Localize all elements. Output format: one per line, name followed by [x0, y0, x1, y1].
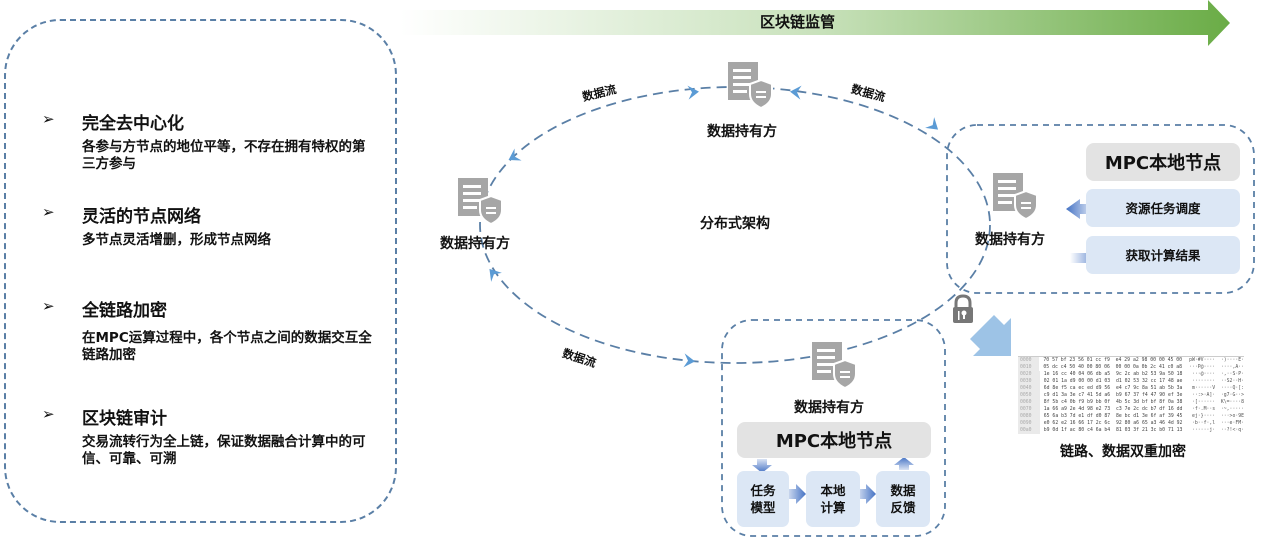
feature-title: 全链路加密 — [82, 301, 167, 321]
flow-arrow-icon — [925, 117, 943, 135]
blockchain-supervision-banner — [400, 0, 1230, 46]
feature-desc: 交易流转行为全上链，保证数据融合计算中的可信、可靠、可溯 — [82, 434, 366, 467]
feature-desc: 在MPC运算过程中，各个节点之间的数据交互全链路加密 — [82, 330, 372, 363]
arrow-up-icon — [894, 457, 914, 470]
hex-hex: 1a 66 a9 2e 4d 98 e2 73 c3 7e 2c dc b7 d… — [1043, 407, 1183, 412]
hex-hex: 8f 5b c4 0b f9 b9 bb 0f 4b 5c 3d bf bf 8… — [1043, 400, 1183, 405]
features-panel: ➢ 完全去中心化 各参与方节点的地位平等，不存在拥有特权的第三方参与 ➢ 灵活的… — [4, 19, 397, 523]
hex-hex: e0 62 e2 16 66 17 2c 6c 92 80 a6 65 a3 4… — [1043, 421, 1183, 426]
flow-arrow-icon — [683, 353, 696, 369]
hex-off: 0080 — [1018, 413, 1040, 420]
feature-desc: 多节点灵活增删，形成节点网络 — [82, 232, 271, 248]
hex-off: 0060 — [1018, 399, 1040, 406]
local-compute-box: 本地 计算 — [806, 471, 860, 527]
flow-arrow-icon — [687, 84, 700, 100]
flow-arrow-icon — [505, 148, 522, 167]
hex-hex: b9 0d 1f ac 80 c4 6a b4 81 03 3f 21 3c b… — [1043, 428, 1183, 433]
hex-off: 0020 — [1018, 371, 1040, 378]
hex-off: 0010 — [1018, 364, 1040, 371]
hex-off: 0040 — [1018, 385, 1040, 392]
hex-asc: ···@···· ·,··S·P· — [1192, 372, 1244, 377]
data-holder-label: 数据持有方 — [975, 232, 1045, 248]
hex-hex: c9 d1 3a 3e c7 41 5d a6 b9 67 37 f4 47 9… — [1043, 393, 1183, 398]
feature-title: 区块链审计 — [82, 409, 167, 429]
feature-desc: 各参与方节点的地位平等，不存在拥有特权的第三方参与 — [82, 139, 366, 172]
bullet-arrow-icon: ➢ — [42, 405, 55, 423]
data-holder-icon — [992, 172, 1038, 220]
banner-arrow-shape — [400, 0, 1230, 46]
hex-hex: 02 01 1a d9 00 00 d1 03 d1 02 53 32 cc 1… — [1043, 379, 1183, 384]
data-holder-label: 数据持有方 — [794, 400, 864, 416]
hex-hex: 1e 16 cc 40 04 06 db a5 9c 2c ab b2 53 9… — [1043, 372, 1183, 377]
encryption-arrow-icon — [970, 315, 1011, 356]
hex-off: 0070 — [1018, 406, 1040, 413]
encryption-caption: 链路、数据双重加密 — [1060, 444, 1186, 460]
data-holder-icon — [727, 61, 773, 109]
bullet-arrow-icon: ➢ — [42, 203, 55, 221]
lock-icon — [953, 294, 973, 323]
hex-hex: 65 6a b3 7d e1 df d0 87 8e bc d1 3e 6f a… — [1043, 414, 1183, 419]
hex-asc: ········ ··S2··H· — [1192, 379, 1244, 384]
hex-hex: 70 57 bf 23 56 01 cc f9 e4 29 a2 98 00 0… — [1043, 358, 1183, 363]
bottom-node-container — [721, 319, 946, 537]
hex-off: 0000 — [1018, 357, 1040, 364]
hex-hex: 6d 8e f5 ca ec ed d9 56 e4 c7 9c 8a 51 a… — [1043, 386, 1183, 391]
hex-off: 0090 — [1018, 420, 1040, 427]
hex-off: 0050 — [1018, 392, 1040, 399]
bullet-arrow-icon: ➢ — [42, 297, 55, 315]
hex-asc: ···P@···· ····,A·· — [1189, 365, 1244, 370]
resource-scheduling-box: 资源任务调度 — [1086, 189, 1240, 227]
hex-asc: ·[······ K\=····8 — [1192, 400, 1244, 405]
hex-asc: ·f·.M··s ·~,····· — [1192, 407, 1244, 412]
data-holder-icon — [457, 177, 503, 225]
bottom-mpc-node-title: MPC本地节点 — [737, 422, 931, 458]
right-node-container — [946, 124, 1255, 294]
fetch-result-box: 获取计算结果 — [1086, 236, 1240, 274]
hex-asc: pW·#V···· ·)····E· — [1189, 358, 1244, 363]
flow-arrow-icon — [484, 264, 502, 282]
hex-asc: ej·}···· ···>o·9E — [1192, 414, 1244, 419]
feature-title: 灵活的节点网络 — [82, 207, 201, 227]
hex-asc: ······j· ··?!<·q· — [1192, 428, 1244, 433]
feature-title: 完全去中心化 — [82, 114, 184, 134]
task-model-box: 任务 模型 — [737, 471, 789, 527]
right-mpc-node-title: MPC本地节点 — [1086, 143, 1240, 181]
data-holder-label: 数据持有方 — [440, 236, 510, 252]
hex-asc: ·b··f·,l ···e·FM· — [1192, 421, 1244, 426]
hex-hex: 05 dc c4 50 40 00 80 06 00 00 0a 0b 2c 4… — [1043, 365, 1183, 370]
banner-label: 区块链监管 — [760, 13, 836, 31]
distributed-architecture-label: 分布式架构 — [700, 216, 770, 232]
data-feedback-box: 数据 反馈 — [876, 471, 930, 527]
hex-off: 00a0 — [1018, 427, 1040, 434]
bullet-arrow-icon: ➢ — [42, 110, 55, 128]
hex-asc: ··:>·A]· ·g7·G··> — [1192, 393, 1244, 398]
hex-off: 0030 — [1018, 378, 1040, 385]
hex-asc: m······V ····Q·[: — [1192, 386, 1244, 391]
arrow-down-icon — [752, 459, 772, 473]
data-holder-label: 数据持有方 — [707, 124, 777, 140]
